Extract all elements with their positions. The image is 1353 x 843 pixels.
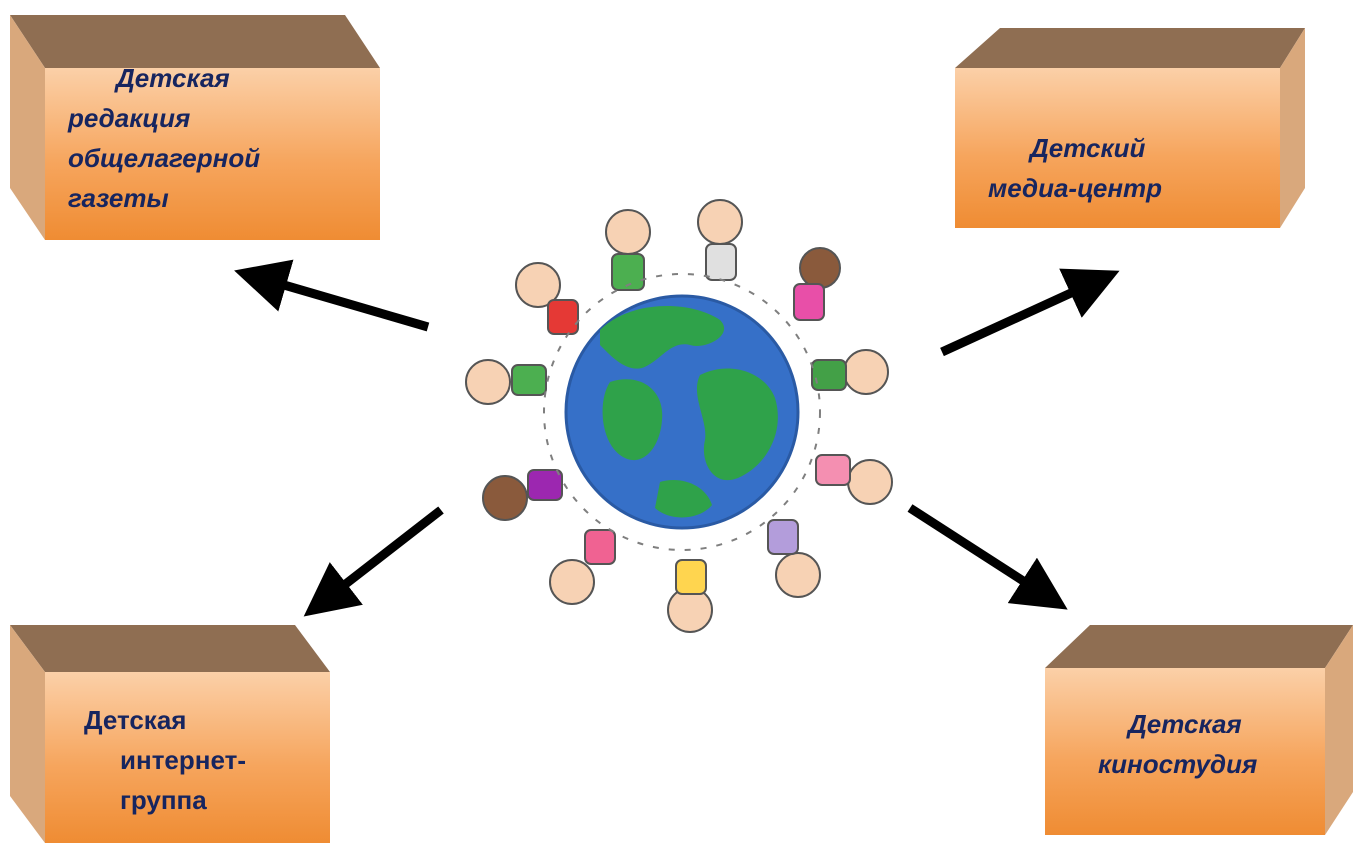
box-top-right-line-1: Детский bbox=[1030, 133, 1146, 163]
box-top-left-line-3: общелагерной bbox=[68, 143, 261, 173]
kid-figures bbox=[465, 199, 893, 633]
arrow-bottom-right bbox=[907, 504, 1068, 610]
box-top-right-line-2: медиа-центр bbox=[988, 173, 1163, 203]
box-top-right-label: Детский медиа-центр bbox=[988, 128, 1162, 208]
arrow-bottom-left bbox=[303, 506, 444, 617]
box-bottom-left-line-2: интернет- bbox=[120, 745, 246, 775]
box-bottom-right-line-2: киностудия bbox=[1098, 749, 1258, 779]
box-top-left bbox=[10, 15, 380, 240]
box-top-left-line-2: редакция bbox=[68, 103, 191, 133]
box-bottom-right bbox=[1045, 625, 1353, 835]
box-top-left-line-1: Детская bbox=[116, 63, 230, 93]
box-top-right bbox=[955, 28, 1305, 228]
box-bottom-left bbox=[10, 625, 330, 843]
kids-around-globe-icon bbox=[465, 199, 893, 633]
box-top-left-line-4: газеты bbox=[68, 183, 169, 213]
box-bottom-left-label: Детская интернет- группа bbox=[84, 700, 246, 820]
arrow-top-left bbox=[234, 259, 430, 332]
box-bottom-right-line-1: Детская bbox=[1128, 709, 1242, 739]
box-bottom-right-label: Детская киностудия bbox=[1098, 704, 1257, 784]
box-bottom-left-line-1: Детская bbox=[84, 705, 187, 735]
box-bottom-left-line-3: группа bbox=[120, 785, 207, 815]
box-top-left-label: Детская редакция общелагерной газеты bbox=[68, 58, 260, 218]
arrow-top-right bbox=[940, 268, 1120, 357]
